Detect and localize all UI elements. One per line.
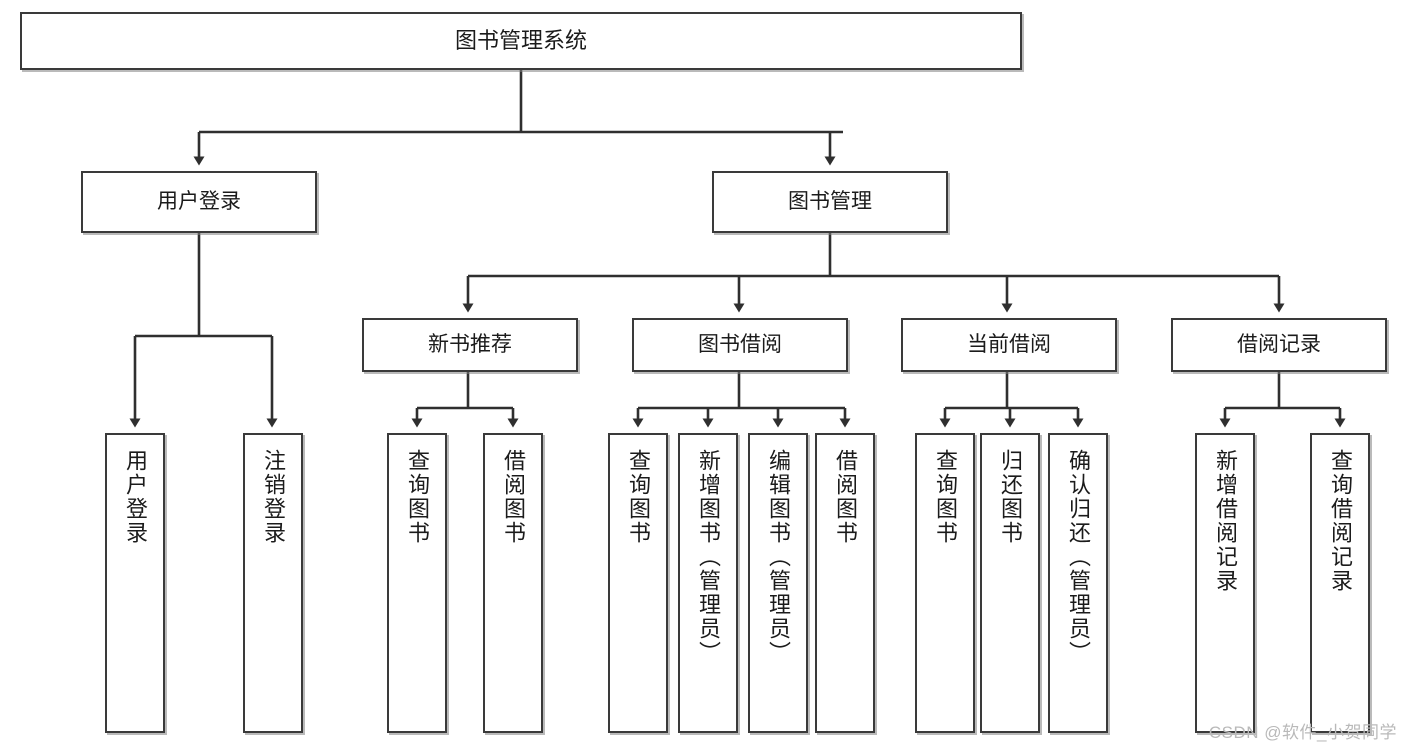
leaf-query-book-1[interactable]: 查询图书 [387,433,447,733]
leaf-query-book-1-label: 查询图书 [405,449,430,545]
leaf-user-login-label: 用户登录 [123,449,148,545]
leaf-add-book[interactable]: 新增图书（管理员） [678,433,738,733]
node-current-borrow[interactable]: 当前借阅 [901,318,1117,372]
node-book-borrow-label: 图书借阅 [698,332,782,356]
leaf-edit-book-label: 编辑图书（管理员） [766,449,791,665]
leaf-logout-label: 注销登录 [261,449,286,545]
leaf-query-book-3[interactable]: 查询图书 [915,433,975,733]
node-root[interactable]: 图书管理系统 [20,12,1022,70]
leaf-add-record-label: 新增借阅记录 [1213,449,1238,593]
node-book-manage-label: 图书管理 [788,189,872,213]
leaf-borrow-book-2[interactable]: 借阅图书 [815,433,875,733]
node-book-manage[interactable]: 图书管理 [712,171,948,233]
leaf-query-book-2[interactable]: 查询图书 [608,433,668,733]
leaf-user-login[interactable]: 用户登录 [105,433,165,733]
leaf-query-book-3-label: 查询图书 [933,449,958,545]
node-current-borrow-label: 当前借阅 [967,332,1051,356]
leaf-query-book-2-label: 查询图书 [626,449,651,545]
leaf-confirm-return[interactable]: 确认归还（管理员） [1048,433,1108,733]
node-user-login-label: 用户登录 [157,189,241,213]
leaf-add-book-label: 新增图书（管理员） [696,449,721,665]
node-new-book-recommend-label: 新书推荐 [428,332,512,356]
node-root-label: 图书管理系统 [454,28,587,54]
leaf-query-record[interactable]: 查询借阅记录 [1310,433,1370,733]
leaf-edit-book[interactable]: 编辑图书（管理员） [748,433,808,733]
node-new-book-recommend[interactable]: 新书推荐 [362,318,578,372]
node-book-borrow[interactable]: 图书借阅 [632,318,848,372]
leaf-borrow-book-1[interactable]: 借阅图书 [483,433,543,733]
node-user-login[interactable]: 用户登录 [81,171,317,233]
watermark: CSDN @软件_小贺同学 [1208,723,1397,742]
leaf-borrow-book-1-label: 借阅图书 [501,449,526,545]
leaf-logout[interactable]: 注销登录 [243,433,303,733]
leaf-query-record-label: 查询借阅记录 [1328,449,1353,593]
node-borrow-record-label: 借阅记录 [1237,332,1321,356]
leaf-borrow-book-2-label: 借阅图书 [833,449,858,545]
leaf-return-book-label: 归还图书 [998,449,1023,545]
node-borrow-record[interactable]: 借阅记录 [1171,318,1387,372]
leaf-return-book[interactable]: 归还图书 [980,433,1040,733]
leaf-add-record[interactable]: 新增借阅记录 [1195,433,1255,733]
leaf-confirm-return-label: 确认归还（管理员） [1066,449,1091,665]
